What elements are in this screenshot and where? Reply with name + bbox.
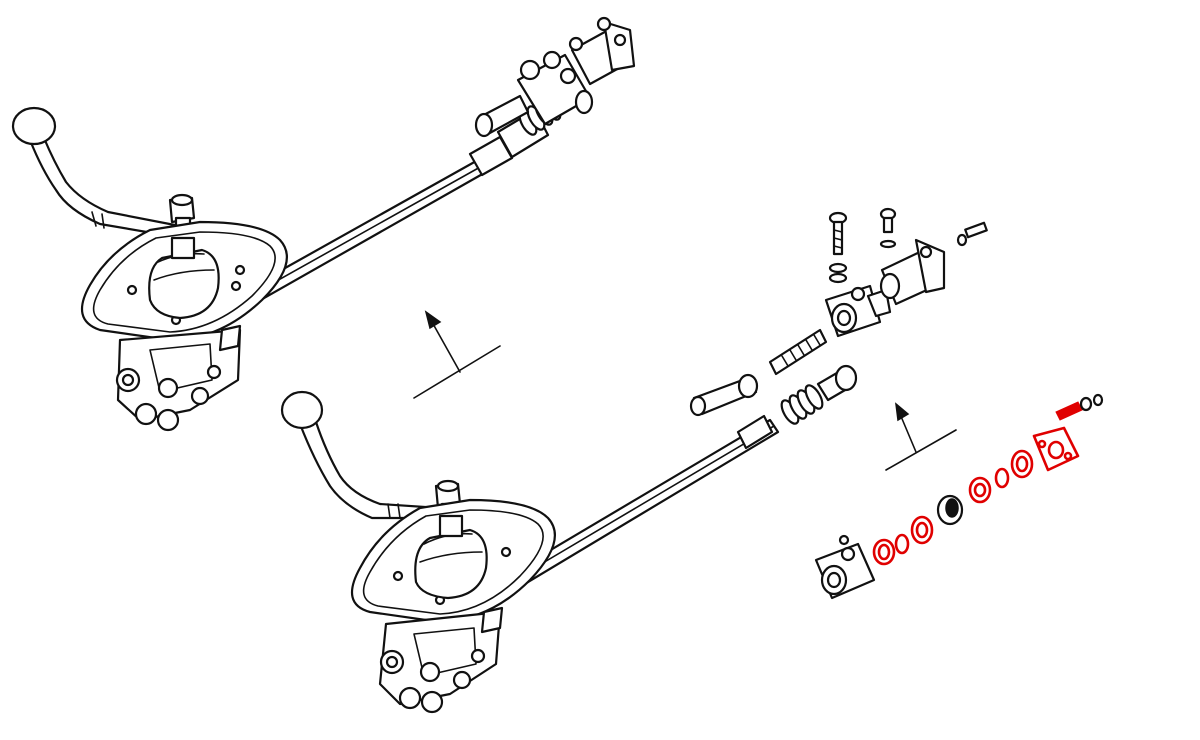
- clamp-block-2: [814, 534, 876, 600]
- bushing: [936, 494, 964, 526]
- o-ring-set: [872, 515, 934, 566]
- bolt-2: [879, 207, 897, 249]
- flange-plate: [1032, 426, 1080, 472]
- retaining-ring: [1055, 393, 1104, 421]
- sleeve-housing-upper: [559, 16, 636, 86]
- seal-washers: [968, 449, 1034, 504]
- sleeve-housing-lower: [879, 238, 946, 306]
- bolt-1: [828, 211, 848, 256]
- clamp-block-1: [824, 284, 892, 338]
- threaded-shaft-lower: [768, 328, 828, 376]
- shift-lever-upper: [11, 106, 182, 238]
- screw-1: [956, 221, 988, 247]
- gearbox-housing-upper: [115, 324, 242, 432]
- gear-shift-assembly-lower: [280, 207, 1104, 714]
- rubber-boot-upper: [148, 236, 220, 320]
- rubber-boot-lower: [414, 514, 488, 600]
- shift-lever-lower: [280, 390, 442, 520]
- end-joint-upper: [474, 50, 594, 138]
- washer-1: [828, 262, 848, 284]
- orientation-arrow-lower: [885, 402, 957, 471]
- gear-shift-assembly-upper: [11, 16, 636, 432]
- orientation-arrow-upper: [413, 310, 501, 399]
- rod-coupling-lower: [689, 373, 759, 417]
- gearbox-housing-lower: [378, 606, 504, 714]
- spring-lower: [780, 384, 824, 425]
- rod-end-fitting-lower: [816, 364, 858, 402]
